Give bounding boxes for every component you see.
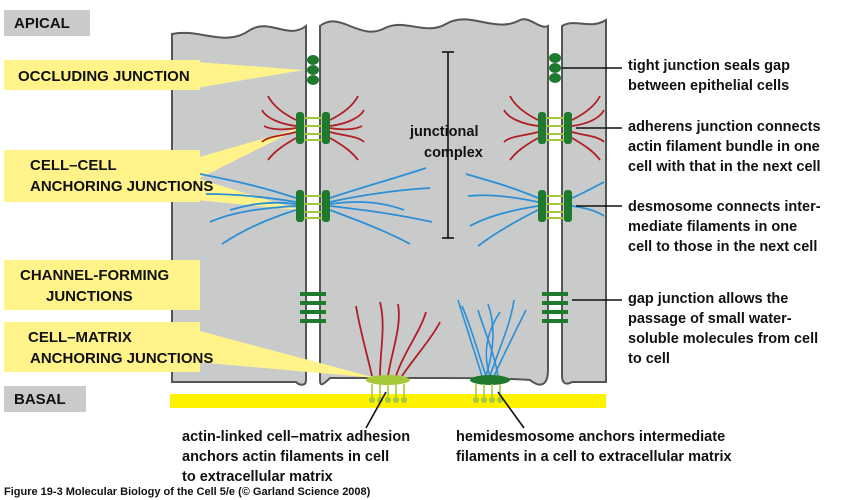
cell-right: [561, 18, 607, 385]
adherens-note-line1: adherens junction connects: [628, 119, 821, 135]
cell-matrix-label-line1: CELL–MATRIX: [28, 329, 132, 346]
cell-matrix-label-line2: ANCHORING JUNCTIONS: [30, 350, 213, 367]
tight-note-line1: tight junction seals gap: [628, 58, 790, 74]
left-adherens-actin: [261, 95, 365, 161]
cell-matrix-pointer: [196, 330, 376, 378]
actin-linked-note-line3: to extracellular matrix: [182, 469, 333, 485]
desmosome-note-line3: cell to those in the next cell: [628, 239, 817, 255]
cell-cell-anchoring-label-group: CELL–CELL ANCHORING JUNCTIONS: [4, 128, 300, 210]
tight-note-line2: between epithelial cells: [628, 78, 789, 94]
gap-note-line2: passage of small water-: [628, 311, 792, 327]
actin-linked-note-line1: actin-linked cell–matrix adhesion: [182, 429, 410, 445]
cell-matrix-anchoring-label-group: CELL–MATRIX ANCHORING JUNCTIONS: [4, 322, 376, 378]
occluding-junction-label-group: OCCLUDING JUNCTION: [4, 60, 304, 90]
right-gap-junction: [542, 292, 568, 323]
desmosome-note-line2: mediate filaments in one: [628, 219, 797, 235]
junctional-complex-line1: junctional: [409, 124, 478, 140]
gap-note-line1: gap junction allows the: [628, 291, 788, 307]
apical-region-box: [4, 10, 90, 36]
channel-label-line2: JUNCTIONS: [46, 288, 133, 305]
figure-caption: Figure 19-3 Molecular Biology of the Cel…: [4, 486, 371, 498]
right-leader-lines: [562, 67, 622, 301]
occluding-junction-label-box: [4, 60, 200, 90]
channel-label-line1: CHANNEL-FORMING: [20, 267, 169, 284]
hemidesmosome: [457, 299, 527, 403]
cell-cell-label-line2: ANCHORING JUNCTIONS: [30, 178, 213, 195]
desmosome-note-line1: desmosome connects inter-: [628, 199, 821, 215]
basal-label: BASAL: [14, 391, 66, 408]
left-desmosome-filaments: [199, 167, 433, 245]
channel-forming-label-box: [4, 260, 200, 310]
right-desmosome-filaments: [465, 173, 605, 247]
adherens-pointer: [196, 128, 300, 180]
right-junction-column: [465, 53, 605, 323]
occluding-junction-label: OCCLUDING JUNCTION: [18, 68, 190, 85]
left-gap-junction: [300, 292, 326, 323]
hemidesmosome-note-line1: hemidesmosome anchors intermediate: [456, 429, 725, 445]
gap-note-line4: to cell: [628, 351, 670, 367]
hemidesmosome-note-line2: filaments in a cell to extracellular mat…: [456, 449, 732, 465]
bottom-leader-lines: [365, 391, 525, 429]
junctional-complex-bracket: [442, 51, 454, 239]
apical-label: APICAL: [14, 15, 70, 32]
occluding-pointer: [196, 62, 304, 88]
actin-linked-adhesion: [355, 301, 441, 403]
left-junction-column: [199, 55, 433, 323]
cell-cell-anchoring-label-box: [4, 150, 200, 202]
adherens-note-line3: cell with that in the next cell: [628, 159, 821, 175]
actin-linked-note-line2: anchors actin filaments in cell: [182, 449, 389, 465]
cell-middle: [319, 18, 549, 386]
basal-region-box: [4, 386, 86, 412]
cell-matrix-anchoring-label-box: [4, 322, 200, 372]
epithelial-cells: [171, 18, 607, 386]
adherens-note-line2: actin filament bundle in one: [628, 139, 820, 155]
gap-note-line3: soluble molecules from cell: [628, 331, 818, 347]
cell-cell-label-line1: CELL–CELL: [30, 157, 117, 174]
right-adherens-actin: [503, 95, 605, 161]
cell-left: [171, 23, 307, 386]
junctional-complex-line2: complex: [424, 145, 483, 161]
channel-forming-label-group: CHANNEL-FORMING JUNCTIONS: [4, 260, 200, 310]
